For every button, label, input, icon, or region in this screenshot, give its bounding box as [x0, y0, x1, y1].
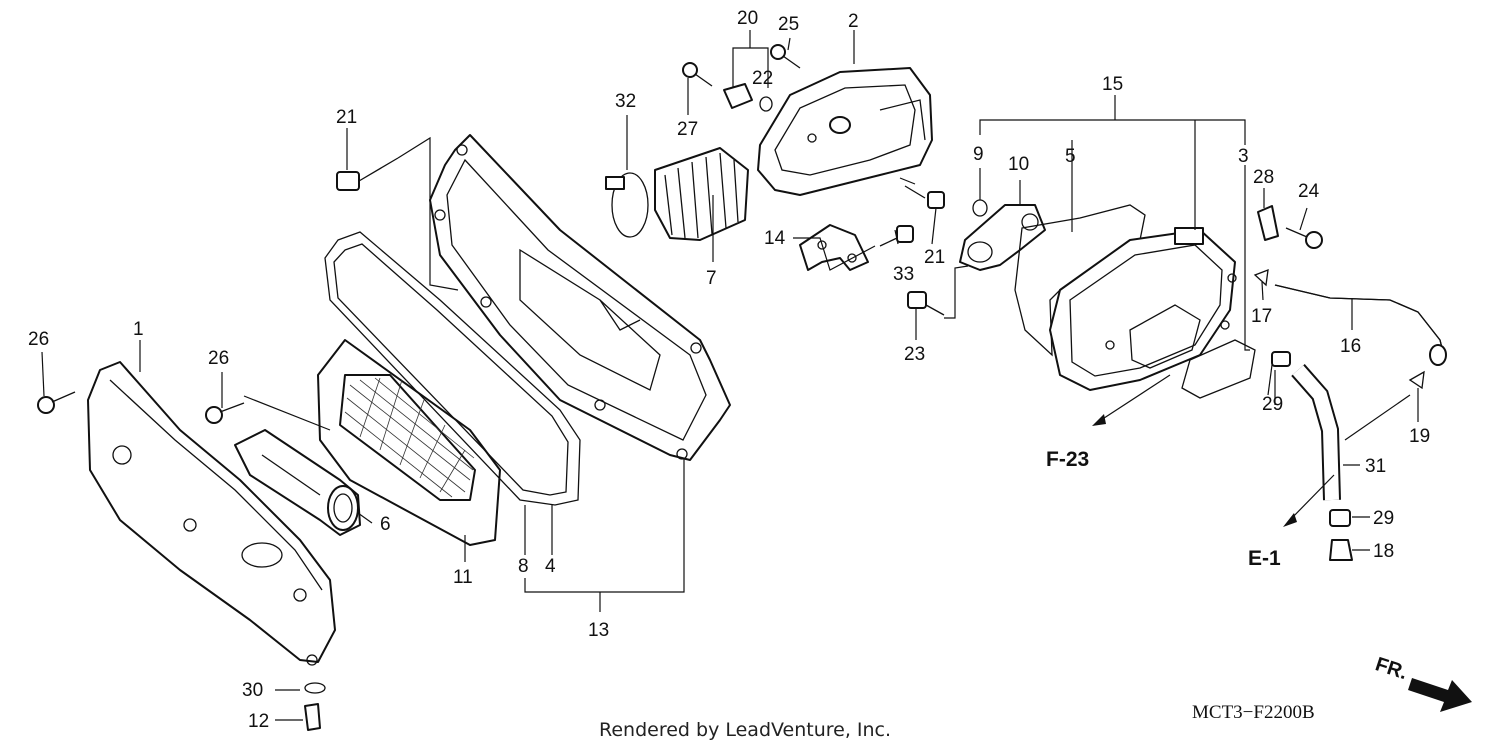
callout-6: 6 — [380, 514, 391, 535]
valve-20 — [723, 83, 773, 112]
callout-25: 25 — [778, 14, 799, 35]
bolt-21-left — [336, 157, 399, 191]
screw-26-left — [37, 391, 76, 414]
o-ring-gasket — [1181, 339, 1256, 399]
front-direction-arrow — [1408, 678, 1472, 712]
callout-20: 20 — [737, 8, 758, 29]
air-cleaner-cover — [87, 361, 336, 666]
callout-3: 3 — [1238, 146, 1249, 167]
callout-29-lower: 29 — [1373, 508, 1394, 529]
intake-duct — [234, 429, 361, 536]
callout-4: 4 — [545, 556, 556, 577]
callout-23: 23 — [904, 344, 925, 365]
callout-labels: 1 2 3 4 5 6 7 8 9 10 11 12 13 14 15 16 1… — [28, 8, 1430, 732]
secondary-air-box — [1014, 204, 1237, 391]
gasket-seal — [324, 231, 581, 506]
callout-17: 17 — [1251, 306, 1272, 327]
clip-upper — [1271, 351, 1291, 367]
callout-27: 27 — [677, 119, 698, 140]
air-cleaner-case — [429, 134, 731, 461]
drain-cap — [1329, 539, 1353, 561]
callout-7: 7 — [706, 268, 717, 289]
callout-11: 11 — [453, 567, 473, 588]
callout-15: 15 — [1102, 74, 1123, 95]
callout-10: 10 — [1008, 154, 1029, 175]
render-credit: Rendered by LeadVenture, Inc. — [599, 719, 891, 741]
callout-2: 2 — [848, 11, 859, 32]
callout-14: 14 — [764, 228, 786, 249]
callout-21-right: 21 — [924, 247, 945, 268]
screw-27 — [682, 62, 713, 87]
callout-24: 24 — [1298, 181, 1320, 202]
callout-21-left: 21 — [336, 107, 357, 128]
hose-clamp — [605, 172, 649, 238]
leader-lines — [41, 30, 1419, 721]
drain-hose — [1291, 364, 1341, 501]
callout-18: 18 — [1373, 541, 1394, 562]
screw-25 — [770, 44, 801, 69]
callout-16: 16 — [1340, 336, 1361, 357]
callout-12: 12 — [248, 711, 269, 732]
callout-29-upper: 29 — [1262, 394, 1283, 415]
callout-19: 19 — [1409, 426, 1430, 447]
front-marker-label: FR. — [1373, 653, 1410, 684]
drain-plug — [304, 703, 321, 731]
clip-30 — [304, 682, 326, 694]
bolt-23 — [907, 291, 945, 316]
clip-17-19 — [1253, 269, 1425, 390]
vent-hose — [1274, 284, 1447, 366]
screw-26-middle — [205, 402, 245, 424]
small-o-ring — [972, 199, 988, 217]
rubber-joint — [654, 147, 749, 241]
callout-22: 22 — [752, 68, 773, 89]
callout-30: 30 — [242, 680, 263, 701]
small-bracket — [1257, 205, 1279, 241]
filter-element — [317, 339, 501, 546]
callout-26-left: 26 — [28, 329, 49, 350]
callout-28: 28 — [1253, 167, 1274, 188]
drawing-code: MCT3−F2200B — [1192, 702, 1315, 723]
bolt-21-right — [904, 185, 945, 209]
callout-31: 31 — [1365, 456, 1386, 477]
callout-13: 13 — [588, 620, 609, 641]
bolt-33 — [879, 225, 914, 247]
callout-1: 1 — [133, 319, 144, 340]
reference-e1: E-1 — [1248, 547, 1281, 570]
joint-elbow — [959, 204, 1046, 271]
callout-26-middle: 26 — [208, 348, 229, 369]
callout-8: 8 — [518, 556, 529, 577]
callout-32: 32 — [615, 91, 636, 112]
callout-5: 5 — [1065, 146, 1076, 167]
reference-f23: F-23 — [1046, 448, 1089, 471]
callout-33: 33 — [893, 264, 914, 285]
screw-24 — [1285, 227, 1323, 249]
clip — [1329, 509, 1351, 527]
callout-9: 9 — [973, 144, 984, 165]
upper-duct — [757, 67, 933, 196]
bracket — [799, 224, 869, 271]
